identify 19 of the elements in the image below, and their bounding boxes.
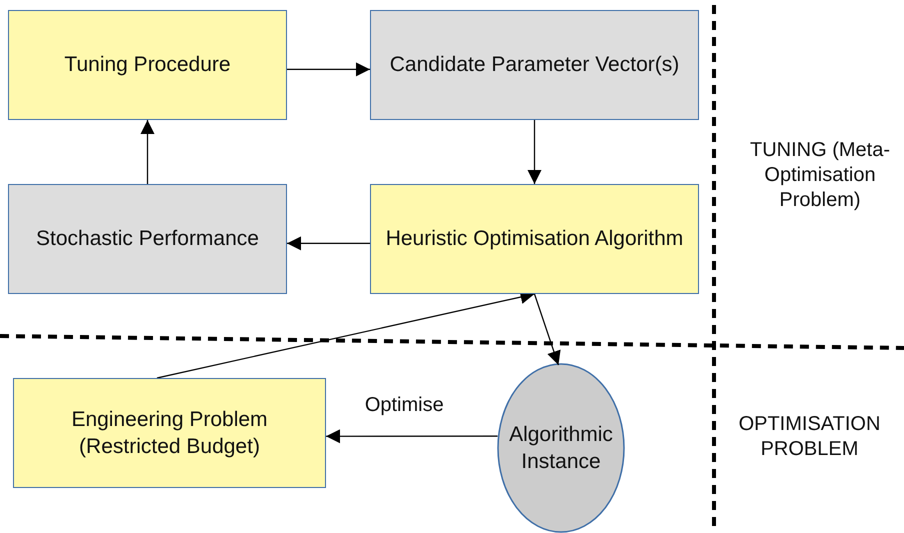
arrow [326, 429, 498, 444]
node-text: Heuristic Optimisation Algorithm [384, 226, 684, 252]
node-text: Algorithmic Instance [508, 422, 614, 475]
process-box [8, 184, 287, 294]
region-label: TUNING (Meta-Optimisation Problem) [749, 138, 891, 213]
process-box [8, 10, 287, 120]
process-box [370, 184, 699, 294]
process-box [13, 378, 326, 488]
node-text: Candidate Parameter Vector(s) [388, 52, 680, 78]
arrow [528, 120, 542, 184]
arrow [140, 120, 154, 184]
arrow [534, 294, 561, 366]
node-text: Engineering Problem (Restricted Budget) [70, 406, 269, 460]
region-label: OPTIMISATION PROBLEM [738, 412, 882, 462]
node-text: Tuning Procedure [63, 52, 232, 78]
arrow [287, 62, 370, 76]
arrow [287, 236, 370, 250]
node-text: Stochastic Performance [35, 226, 260, 252]
process-box [370, 10, 699, 120]
